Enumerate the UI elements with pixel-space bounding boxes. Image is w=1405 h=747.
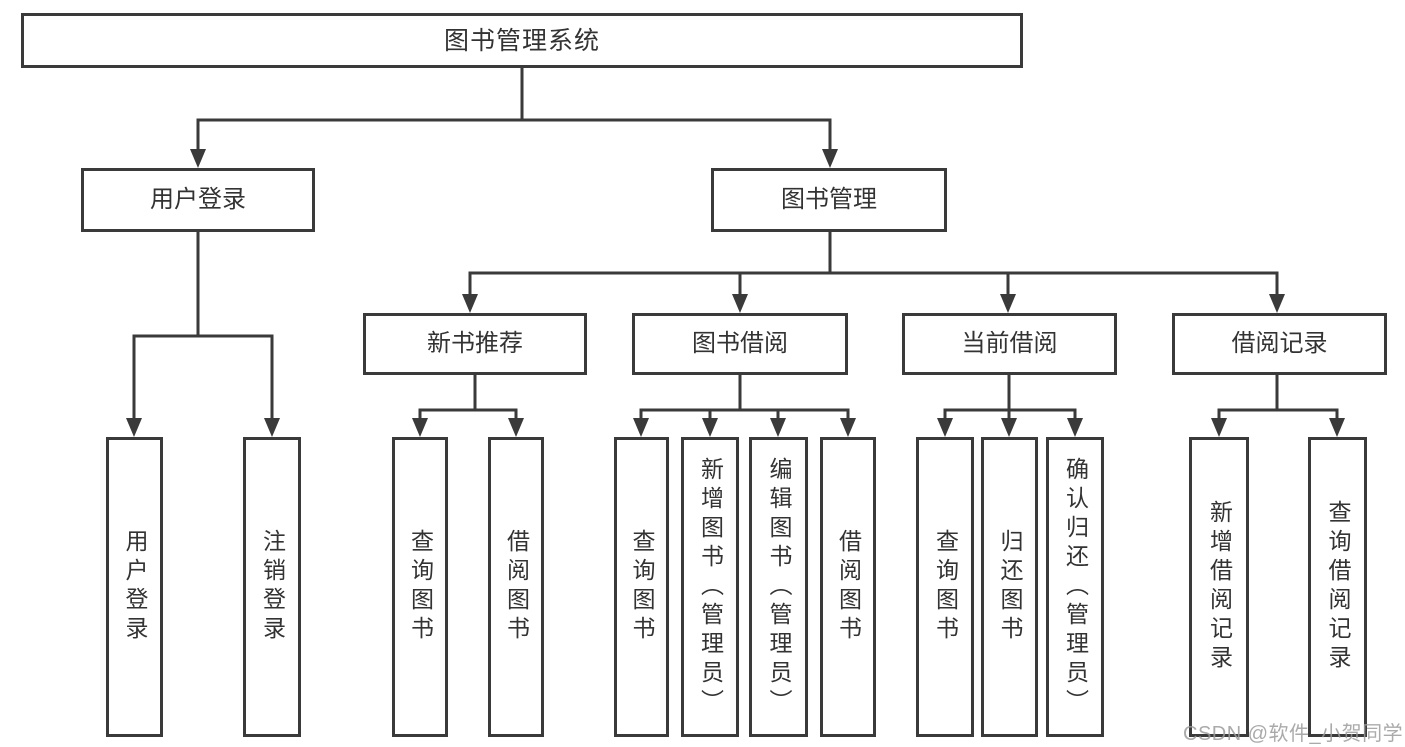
- leaf-bb-borrow-book: 借阅图书: [820, 437, 876, 737]
- section-label: 新书推荐: [427, 329, 523, 357]
- node-new-book-recommendation: 新书推荐: [363, 313, 587, 375]
- leaf-label: 借阅图书: [835, 529, 862, 645]
- leaf-label: 查询图书: [629, 529, 655, 645]
- leaf-label: 查询借阅记录: [1325, 500, 1351, 674]
- leaf-label: 查询图书: [932, 529, 959, 645]
- node-current-borrowing: 当前借阅: [902, 313, 1117, 375]
- leaf-br-add-record: 新增借阅记录: [1189, 437, 1249, 737]
- leaf-cb-return-book: 归还图书: [981, 437, 1038, 737]
- leaf-label: 确认归还（管理员）: [1062, 456, 1089, 718]
- leaf-label: 借阅图书: [503, 529, 530, 645]
- csdn-watermark: CSDN @软件_小贺同学: [1183, 723, 1404, 745]
- leaf-nb-borrow-book: 借阅图书: [488, 437, 544, 737]
- leaf-nb-query-book: 查询图书: [392, 437, 448, 737]
- section-label: 借阅记录: [1231, 329, 1328, 357]
- leaf-label: 注销登录: [259, 529, 286, 645]
- leaf-label: 新增图书（管理员）: [697, 456, 724, 718]
- node-user-login-label: 用户登录: [150, 185, 246, 213]
- leaf-bb-edit-book-admin: 编辑图书（管理员）: [749, 437, 808, 737]
- leaf-bb-add-book-admin: 新增图书（管理员）: [681, 437, 739, 737]
- node-user-login: 用户登录: [81, 168, 315, 232]
- leaf-bb-query-book: 查询图书: [614, 437, 669, 737]
- node-book-borrowing: 图书借阅: [632, 313, 848, 375]
- section-label: 图书借阅: [692, 329, 788, 357]
- leaf-label: 查询图书: [407, 529, 434, 645]
- leaf-br-query-record: 查询借阅记录: [1308, 437, 1367, 737]
- leaf-label: 用户登录: [122, 529, 148, 645]
- arrowheads: [126, 149, 1345, 437]
- leaf-cb-confirm-return-admin: 确认归还（管理员）: [1046, 437, 1104, 737]
- leaf-logout-login: 注销登录: [243, 437, 301, 737]
- section-label: 当前借阅: [961, 329, 1058, 357]
- node-root-label: 图书管理系统: [443, 26, 600, 55]
- node-root: 图书管理系统: [21, 13, 1023, 68]
- leaf-label: 新增借阅记录: [1206, 500, 1233, 674]
- node-book-management: 图书管理: [711, 168, 947, 232]
- leaf-cb-query-book: 查询图书: [916, 437, 974, 737]
- node-book-management-label: 图书管理: [781, 185, 877, 213]
- leaf-label: 归还图书: [997, 529, 1023, 645]
- node-borrowing-records: 借阅记录: [1172, 313, 1387, 375]
- leaf-label: 编辑图书（管理员）: [766, 456, 792, 718]
- leaf-user-login: 用户登录: [106, 437, 163, 737]
